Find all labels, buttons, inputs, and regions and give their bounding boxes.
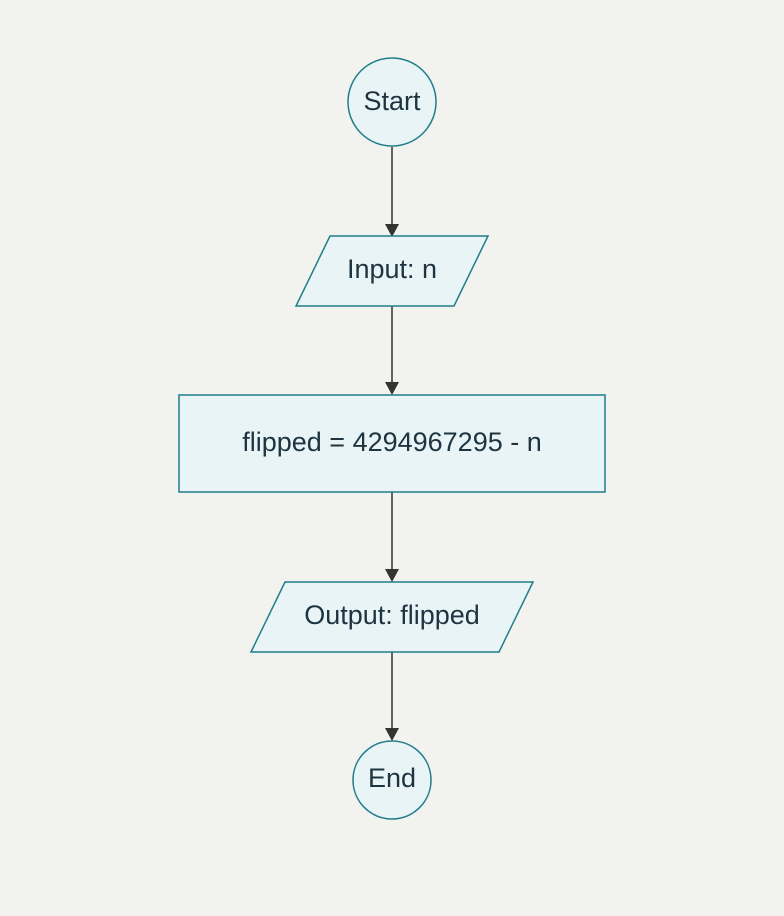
output-parallelogram: [249, 581, 535, 653]
process-label: flipped = 4294967295 - n: [242, 427, 542, 457]
arrowhead-input-to-process: [385, 382, 399, 395]
arrowhead-output-to-end: [385, 728, 399, 741]
node-process: flipped = 4294967295 - n: [178, 394, 606, 493]
arrowhead-start-to-input: [385, 224, 399, 237]
node-input: Input: n: [294, 235, 490, 307]
process-rectangle: [178, 394, 606, 493]
input-label: Input: n: [347, 254, 437, 284]
arrowhead-process-to-output: [385, 569, 399, 582]
end-circle: [352, 740, 432, 820]
start-circle: [347, 57, 437, 147]
end-label: End: [368, 763, 416, 793]
start-label: Start: [363, 86, 421, 116]
edges: [385, 147, 399, 741]
input-parallelogram: [294, 235, 490, 307]
node-end: End: [352, 740, 432, 820]
node-output: Output: flipped: [249, 581, 535, 653]
node-start: Start: [347, 57, 437, 147]
output-label: Output: flipped: [304, 600, 480, 630]
